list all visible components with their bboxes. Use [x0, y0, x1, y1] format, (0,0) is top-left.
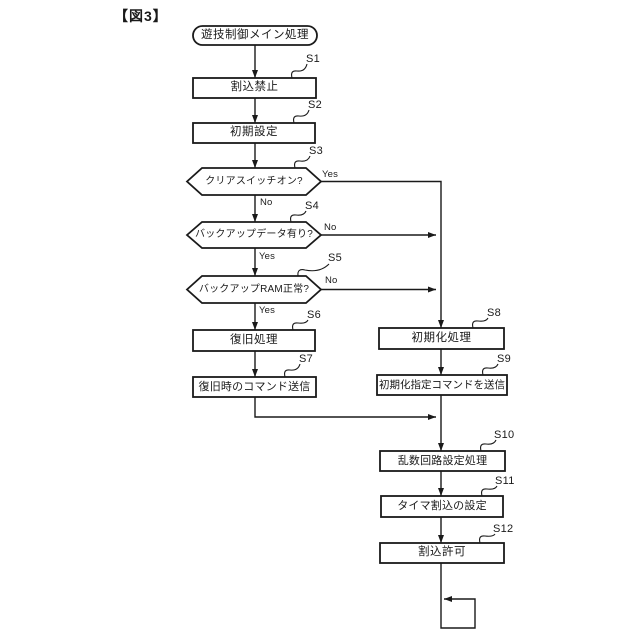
leader-s4 [290, 210, 307, 223]
branch-label-s5-yes: Yes [259, 305, 276, 316]
shape-s8 [378, 327, 505, 350]
node-s9-label: 初期化指定コマンドを送信 [379, 378, 505, 391]
node-s1-label: 割込禁止 [230, 81, 279, 94]
shape-s12 [379, 542, 505, 564]
edge-loop [440, 563, 476, 629]
step-marker-s11: S11 [495, 475, 515, 487]
shape-start-terminal [192, 25, 318, 46]
branch-label-s4-yes: Yes [259, 251, 276, 262]
node-s1-process: 割込禁止 [193, 78, 316, 98]
shape-s1 [192, 77, 317, 99]
node-s2-process: 初期設定 [193, 123, 315, 143]
shape-s7 [192, 376, 317, 398]
step-marker-s12: S12 [493, 523, 514, 535]
node-s7-label: 復旧時のコマンド送信 [198, 380, 311, 393]
step-marker-s6: S6 [307, 309, 322, 321]
node-s10-process: 乱数回路設定処理 [380, 451, 505, 471]
node-s8-process: 初期化処理 [379, 328, 504, 349]
branch-label-s3-no: No [260, 197, 273, 208]
shape-s3-decision [185, 167, 323, 196]
step-marker-s3: S3 [309, 145, 324, 157]
leader-s9 [482, 363, 499, 376]
leader-s1 [291, 63, 308, 79]
edge-s7-join [254, 397, 436, 420]
shape-s4-decision [185, 221, 323, 249]
branch-label-s3-yes: Yes [322, 169, 339, 180]
step-marker-s9: S9 [497, 353, 512, 365]
leader-s12 [479, 533, 496, 544]
step-marker-s10: S10 [494, 429, 515, 441]
node-shapes [185, 25, 508, 564]
node-s6-process: 復旧処理 [193, 330, 315, 351]
node-start-terminal: 遊技制御メイン処理 [193, 26, 317, 45]
shape-s10 [379, 450, 506, 472]
branch-label-s5-no: No [325, 275, 338, 286]
step-marker-s4: S4 [305, 200, 320, 212]
leader-s3 [294, 155, 311, 169]
node-s3-label: クリアスイッチオン? [205, 175, 303, 187]
edge-s3-s8-yes [321, 180, 444, 328]
node-start-label: 遊技制御メイン処理 [201, 28, 309, 41]
leader-s6 [292, 319, 309, 331]
shape-s11 [380, 495, 504, 518]
node-s11-label: タイマ割込の設定 [397, 500, 487, 512]
shape-s6 [192, 329, 316, 352]
step-leader-lines [284, 63, 499, 544]
leader-s10 [480, 439, 497, 452]
node-s8-label: 初期化処理 [411, 331, 472, 344]
leader-s7 [284, 363, 301, 378]
leader-s2 [293, 109, 310, 124]
node-s5-label: バックアップRAM正常? [198, 283, 310, 295]
node-s2-label: 初期設定 [230, 126, 278, 139]
leader-s11 [481, 485, 498, 497]
step-marker-s8: S8 [487, 307, 502, 319]
shape-s2 [192, 122, 316, 144]
step-marker-s2: S2 [308, 99, 323, 111]
shape-s9 [376, 374, 508, 396]
node-s3-decision: クリアスイッチオン? [187, 168, 321, 195]
node-s4-label: バックアップデータ有り? [195, 229, 313, 240]
branch-label-s4-no: No [324, 222, 337, 233]
node-s4-decision: バックアップデータ有り? [187, 222, 321, 248]
node-s12-process: 割込許可 [380, 543, 504, 563]
node-s6-label: 復旧処理 [230, 333, 278, 346]
node-s5-decision: バックアップRAM正常? [187, 276, 321, 303]
leader-s8 [472, 317, 489, 329]
node-s7-process: 復旧時のコマンド送信 [193, 377, 316, 397]
leader-s5 [297, 263, 330, 277]
flow-connectors [252, 45, 476, 629]
shape-s5-decision [185, 275, 323, 304]
figure-caption: 【図3】 [114, 8, 168, 24]
node-s11-process: タイマ割込の設定 [381, 496, 503, 517]
step-marker-s5: S5 [328, 252, 343, 264]
step-marker-s1: S1 [306, 53, 321, 65]
node-s10-label: 乱数回路設定処理 [397, 454, 488, 467]
node-s12-label: 割込許可 [418, 546, 466, 559]
step-marker-s7: S7 [299, 353, 314, 365]
node-s9-process: 初期化指定コマンドを送信 [377, 375, 507, 395]
